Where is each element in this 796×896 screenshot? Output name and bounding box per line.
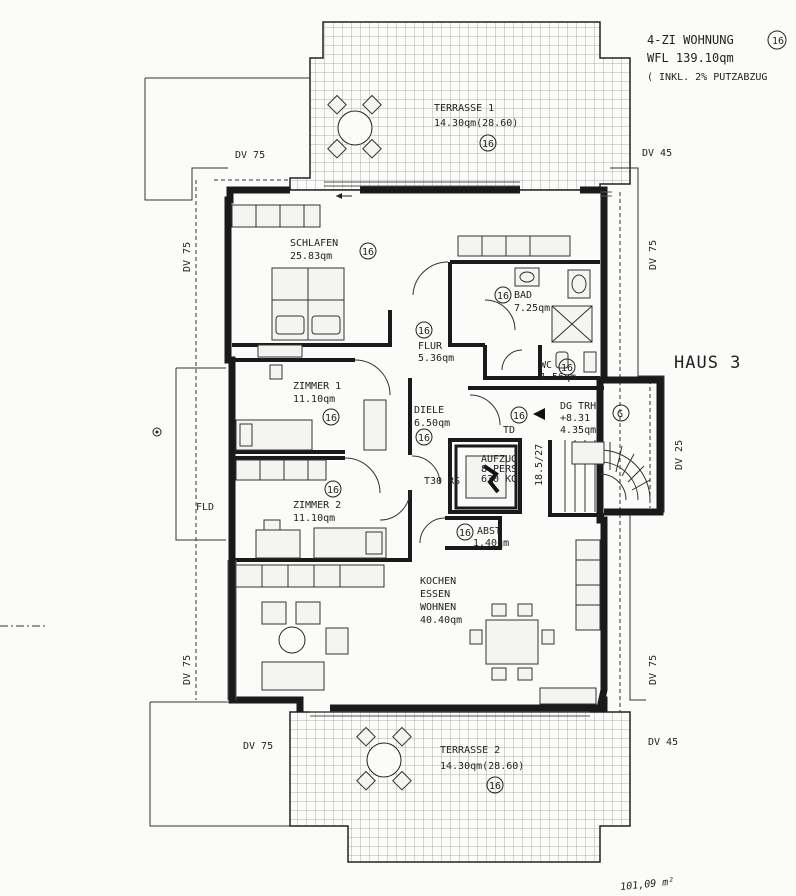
header-title: 4-ZI WOHNUNG <box>647 33 734 47</box>
zimmer-1-area: 11.10qm <box>293 394 335 405</box>
stairwell <box>564 440 651 512</box>
dv75-right-top: DV 75 <box>648 240 659 270</box>
schlafen-furniture <box>231 204 571 341</box>
building-label: HAUS 3 <box>674 353 741 373</box>
dv75-bottom-left: DV 75 <box>243 741 273 752</box>
wc-name: WC <box>540 360 552 371</box>
abst-area: 1.40qm <box>473 538 509 549</box>
wohnen-furniture <box>235 539 601 705</box>
dv45-top-right: DV 45 <box>642 148 672 159</box>
terrasse-2-name: TERRASSE 2 <box>440 745 500 756</box>
bottom-wall <box>233 696 608 712</box>
elevator-shaft <box>454 444 518 510</box>
header-wfl: WFL 139.10qm <box>647 51 734 65</box>
fld-label: FLD <box>196 502 214 513</box>
t30-label: T30 RS <box>424 476 460 487</box>
dv25-right: DV 25 <box>674 440 685 470</box>
window-ticks <box>227 181 612 717</box>
aufzug-pers: 8 PERS <box>481 464 517 475</box>
wc-badge: 16 <box>561 363 573 374</box>
roof-outline-right <box>610 167 665 701</box>
wc-area: 1.56qm <box>540 372 576 383</box>
schlafen-badge: 16 <box>362 247 374 258</box>
bad-area: 7.25qm <box>514 303 550 314</box>
terrasse-2-badge: 16 <box>489 781 501 792</box>
axis-marker-dot <box>155 430 159 434</box>
zimmer-1-furniture <box>235 344 387 451</box>
dgtrh-marker: G <box>617 409 623 420</box>
schlafen-name: SCHLAFEN <box>290 238 338 249</box>
roof-dashed <box>195 179 651 712</box>
dv45-bottom-right: DV 45 <box>648 737 678 748</box>
diele-name: DIELE <box>414 405 444 416</box>
diele-area: 6.50qm <box>414 418 450 429</box>
aufzug-kg: 630 KG <box>481 474 517 485</box>
dv75-right-bottom: DV 75 <box>648 655 659 685</box>
terrace-2-table-set <box>356 726 412 791</box>
dgtrh-name: DG TRH <box>560 401 596 412</box>
room-badges <box>322 30 787 794</box>
terrace-1-table-set <box>327 94 382 159</box>
abst-badge: 16 <box>459 528 471 539</box>
kitchen-right-wall <box>604 376 664 516</box>
dv75-left-bottom: DV 75 <box>182 655 193 685</box>
roof-outline-left <box>144 77 310 201</box>
terrace-2-area <box>289 711 631 863</box>
dv75-left-top: DV 75 <box>182 242 193 272</box>
flur-area: 5.36qm <box>418 353 454 364</box>
zimmer-2-badge: 16 <box>327 485 339 496</box>
header-note: ( INKL. 2% PUTZABZUG <box>647 72 767 83</box>
zimmer-1-name: ZIMMER 1 <box>293 381 341 392</box>
bad-fixtures <box>514 267 597 373</box>
dgtrh-area: 4.35qm <box>560 425 596 436</box>
door-swings <box>344 261 523 544</box>
kochen-line1: KOCHEN <box>420 576 456 587</box>
diele-badge: 16 <box>418 433 430 444</box>
flur-badge: 16 <box>418 326 430 337</box>
header-badge: 16 <box>772 36 784 47</box>
zimmer-2-furniture <box>235 459 387 559</box>
td-label: TD <box>503 425 515 436</box>
dv75-top-left: DV 75 <box>235 150 265 161</box>
dgtrh-badge: 16 <box>513 411 525 422</box>
handwritten-note: 101,09 m² <box>620 877 675 894</box>
terrace-door-arrowhead <box>336 193 342 199</box>
roof-outline-left-mid <box>175 367 226 541</box>
roof-outline-left-bottom <box>149 701 290 827</box>
interior-walls <box>232 260 604 562</box>
abst-name: ABST <box>477 526 501 537</box>
aufzug-name: AUFZUG <box>481 454 517 465</box>
schlafen-area: 25.83qm <box>290 251 332 262</box>
bad-name: BAD <box>514 290 532 301</box>
terrasse-2-area: 14.30qm(28.60) <box>440 761 524 772</box>
dgtrh-level: +8.31 <box>560 413 590 424</box>
axis-marker <box>152 427 162 437</box>
stair-direction-arrow <box>533 408 545 420</box>
kochen-area: 40.40qm <box>420 615 462 626</box>
terrasse-1-name: TERRASSE 1 <box>434 103 494 114</box>
kochen-line2: ESSEN <box>420 589 450 600</box>
terrasse-1-badge: 16 <box>482 139 494 150</box>
zimmer-2-name: ZIMMER 2 <box>293 500 341 511</box>
zimmer-1-badge: 16 <box>325 413 337 424</box>
bad-badge: 16 <box>497 291 509 302</box>
zimmer-2-area: 11.10qm <box>293 513 335 524</box>
flur-name: FLUR <box>418 341 443 352</box>
terrasse-1-area: 14.30qm(28.60) <box>434 118 518 129</box>
stair-small-label: 18.5/27 <box>534 444 545 486</box>
kochen-line3: WOHNEN <box>420 602 456 613</box>
